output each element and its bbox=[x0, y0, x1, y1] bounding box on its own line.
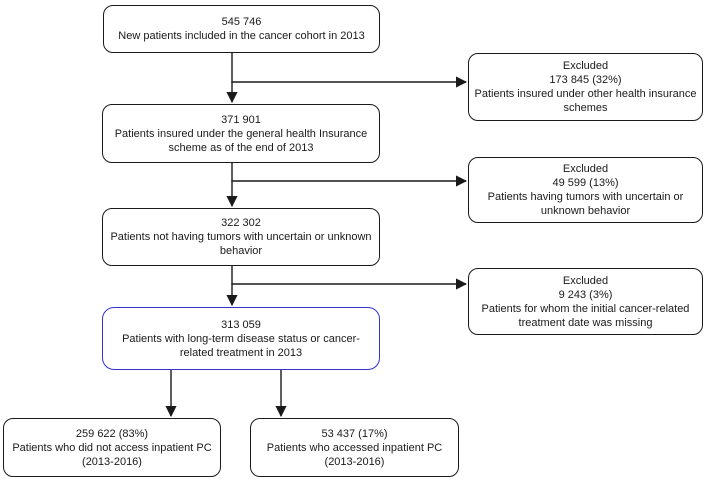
box-label: Patients not having tumors with uncertai… bbox=[110, 231, 372, 257]
box-value: 9 243 (3%) bbox=[558, 288, 613, 301]
box-label: Patients with long-term disease status o… bbox=[122, 332, 360, 359]
box-value: 322 302 bbox=[221, 217, 261, 229]
flow-box-no-inpatient-pc: 259 622 (83%) Patients who did not acces… bbox=[3, 418, 221, 477]
flow-box-excluded-missing-date: Excluded 9 243 (3%) Patients for whom th… bbox=[468, 268, 703, 335]
box-value: 49 599 (13%) bbox=[552, 177, 619, 189]
box-label: New patients included in the cancer coho… bbox=[118, 30, 365, 42]
flow-box-excluded-other-insurance: Excluded 173 845 (32%) Patients insured … bbox=[468, 53, 703, 121]
flow-box-excluded-uncertain-tumors: Excluded 49 599 (13%) Patients having tu… bbox=[468, 157, 703, 223]
box-value: 259 622 (83%) bbox=[75, 427, 149, 440]
box-label: Patients who did not access inpatient PC… bbox=[12, 441, 212, 468]
excluded-heading: Excluded bbox=[562, 274, 609, 287]
excluded-heading: Excluded bbox=[562, 163, 609, 175]
flow-box-cohort: 545 746 New patients included in the can… bbox=[103, 5, 380, 53]
excluded-heading: Excluded bbox=[562, 60, 609, 72]
box-label: Patients having tumors with uncertain or… bbox=[487, 191, 684, 217]
box-value: 53 437 (17%) bbox=[321, 427, 388, 440]
flow-box-insured: 371 901 Patients insured under the gener… bbox=[102, 104, 380, 163]
flow-box-inpatient-pc: 53 437 (17%) Patients who accessed inpat… bbox=[250, 418, 459, 477]
flow-box-final-cohort: 313 059 Patients with long-term disease … bbox=[102, 307, 380, 370]
box-label: Patients insured under other health insu… bbox=[474, 88, 697, 114]
box-value: 173 845 (32%) bbox=[549, 74, 622, 86]
box-label: Patients who accessed inpatient PC (2013… bbox=[266, 441, 443, 468]
box-label: Patients for whom the initial cancer-rel… bbox=[481, 302, 690, 329]
box-value: 371 901 bbox=[221, 113, 261, 126]
box-label: Patients insured under the general healt… bbox=[114, 127, 368, 154]
box-value: 545 746 bbox=[221, 16, 262, 28]
flow-box-no-uncertain-tumors: 322 302 Patients not having tumors with … bbox=[102, 208, 380, 266]
box-value: 313 059 bbox=[221, 318, 261, 331]
